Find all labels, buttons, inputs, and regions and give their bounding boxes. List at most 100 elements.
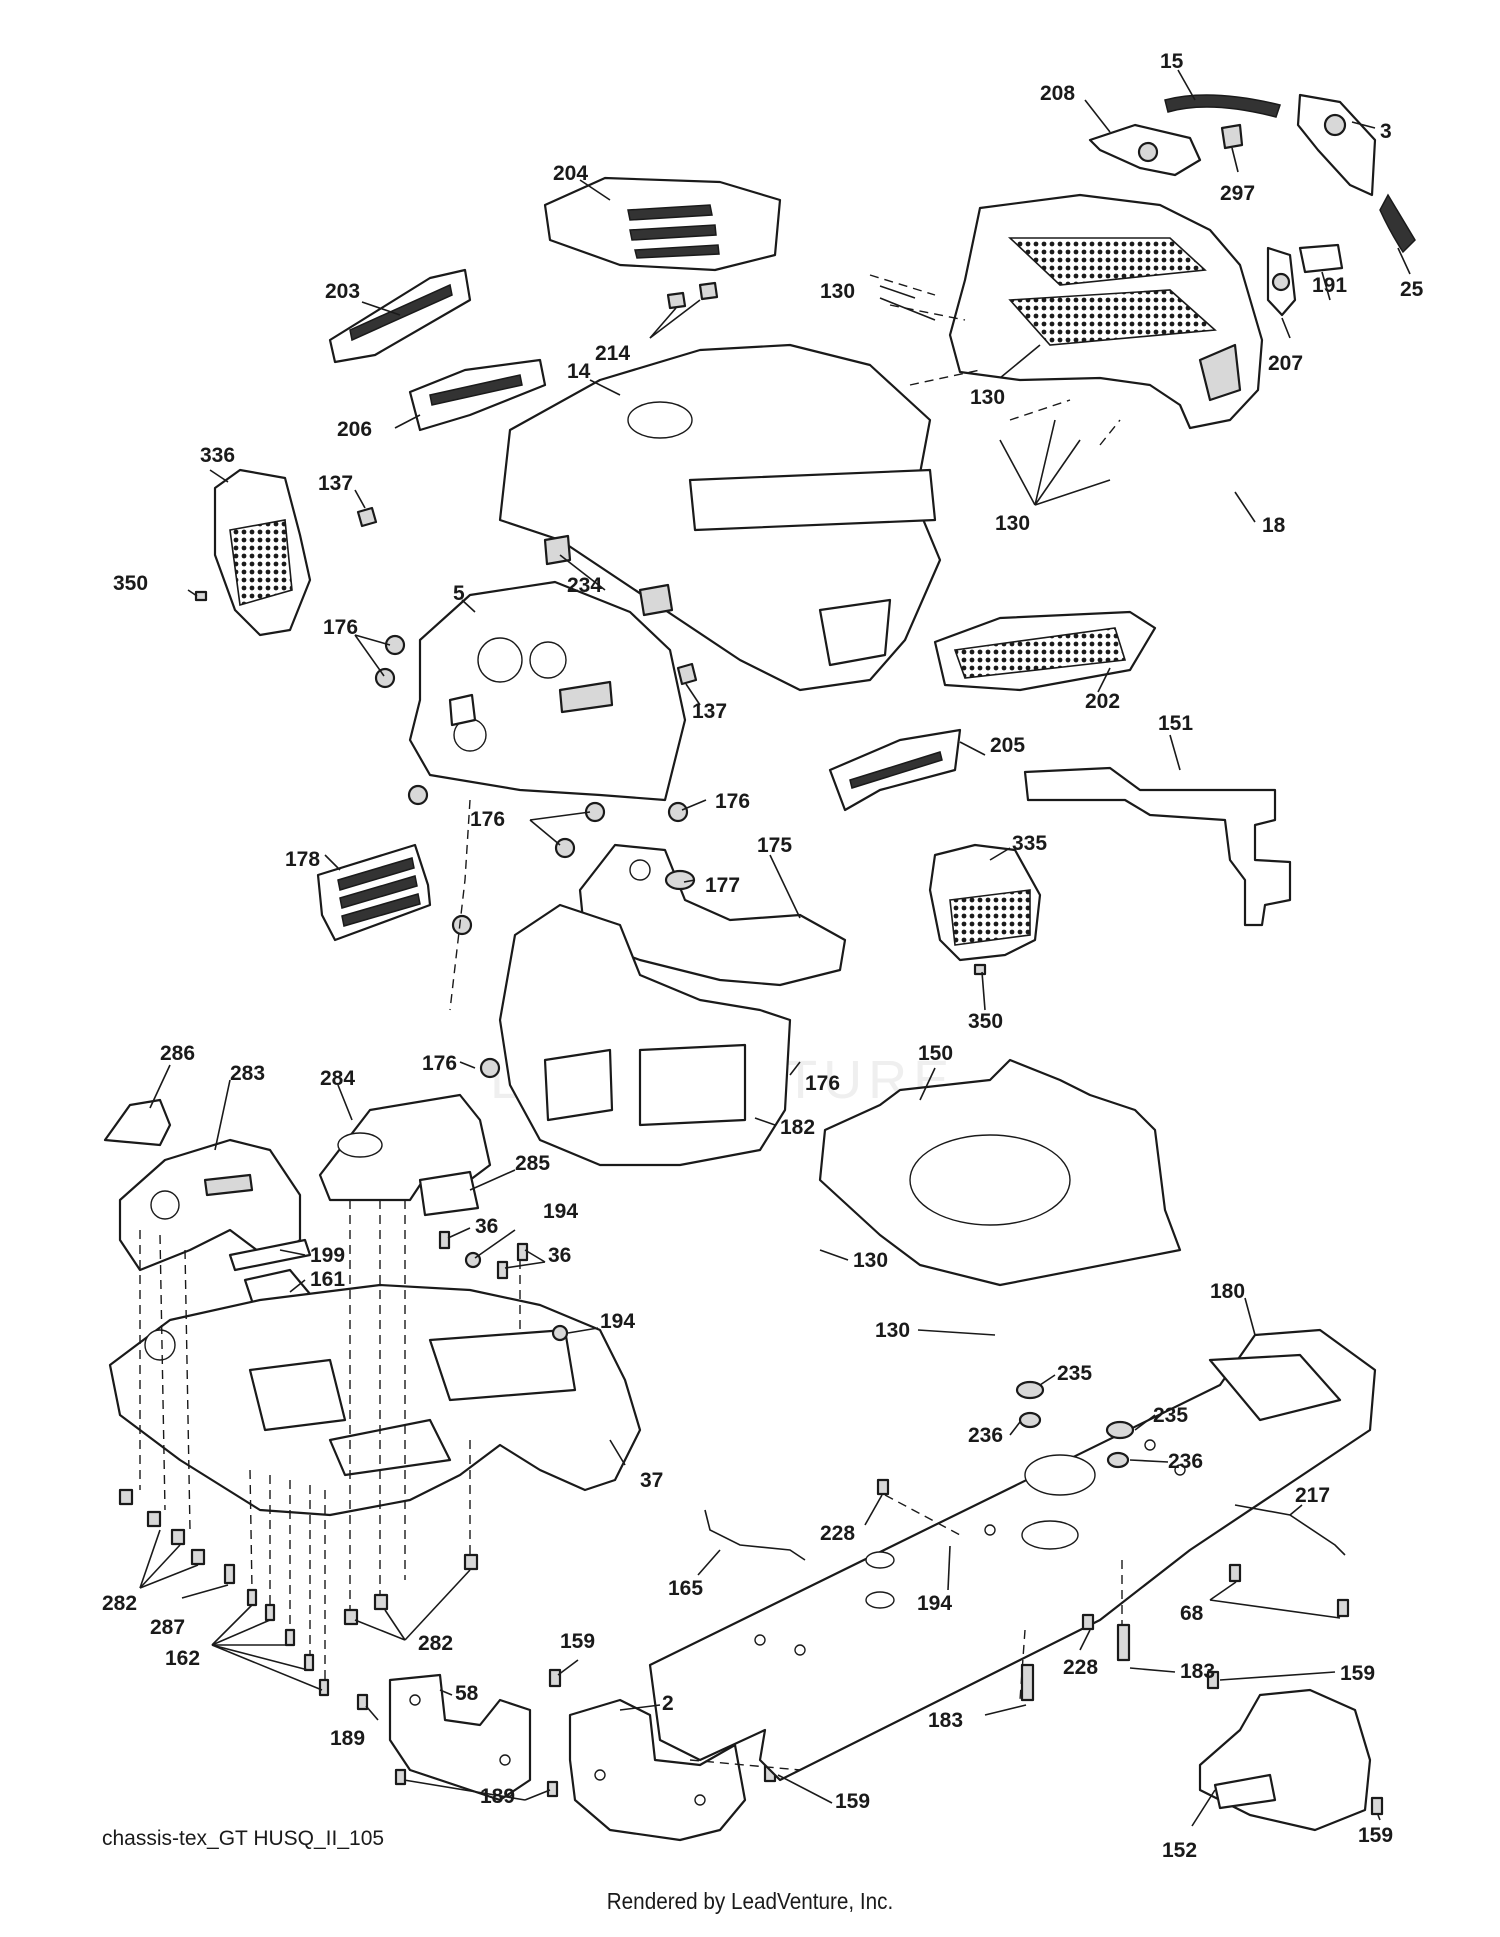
assembly-lines [139,274,1123,1771]
callout-137-b: 137 [692,700,727,723]
callout-228-a: 228 [820,1522,855,1545]
callout-159-a: 159 [560,1630,595,1653]
callout-176-b: 176 [715,790,750,813]
callout-207: 207 [1268,352,1303,375]
callout-350-a: 350 [113,572,148,595]
callout-283: 283 [230,1062,265,1085]
callout-labels: 15 208 3 297 25 191 207 204 203 214 14 2… [102,50,1424,1862]
callout-165: 165 [668,1577,703,1600]
callout-14: 14 [567,360,591,383]
part-165-rod [704,1509,806,1561]
part-5-dash-panel [408,580,687,802]
callout-194-a: 194 [543,1200,578,1223]
callout-25: 25 [1400,278,1424,301]
callout-137-a: 137 [318,472,353,495]
callout-336: 336 [200,444,235,467]
part-202-front-grille [933,610,1157,692]
part-207-headlight [1266,246,1297,317]
part-15-trim-strip [1164,94,1281,118]
part-217-rod [1234,1504,1346,1556]
callout-152: 152 [1162,1839,1197,1862]
callout-284: 284 [320,1067,355,1090]
callout-58: 58 [455,1682,479,1705]
callout-189-b: 189 [480,1785,515,1808]
callout-36-a: 36 [475,1215,498,1238]
part-235-236-bushings [1015,1380,1135,1469]
callout-130-e: 130 [875,1319,910,1342]
part-286-handle [103,1098,172,1147]
part-199-plate [228,1238,312,1272]
part-175-steering-bracket [578,843,847,987]
callout-335: 335 [1012,832,1047,855]
part-178-vent-grille [316,843,432,942]
part-297-clip [1220,123,1244,150]
part-191-bracket [1298,243,1344,274]
part-204-hood-top [543,176,782,272]
callout-183-b: 183 [928,1709,963,1732]
part-37-fender-deck [108,1283,642,1517]
callout-217: 217 [1295,1484,1330,1507]
part-3-headlight-trim [1296,93,1377,197]
leader-lines [139,69,1411,1827]
callout-130-c: 130 [995,512,1030,535]
callout-68: 68 [1180,1602,1204,1625]
callout-191: 191 [1312,274,1347,297]
callout-285: 285 [515,1152,550,1175]
part-58-bracket [388,1673,532,1802]
part-203-side-vent [328,268,472,364]
callout-202: 202 [1085,690,1120,713]
callout-175: 175 [757,834,792,857]
part-285-cover [418,1170,480,1217]
callout-203: 203 [325,280,360,303]
part-206-side-panel [408,358,547,432]
part-283-rear-fender-trim [118,1138,302,1272]
callout-176-c: 176 [470,808,505,831]
part-228-bolts [876,1478,1095,1631]
part-25-lens [1379,193,1416,254]
callout-199: 199 [310,1244,345,1267]
callout-194-b: 194 [600,1310,635,1333]
part-350-screw-b [973,963,987,976]
callout-214: 214 [595,342,630,365]
callout-3: 3 [1380,120,1392,143]
callout-282-a: 282 [102,1592,137,1615]
callout-18: 18 [1262,514,1286,537]
part-214-latch [666,281,719,310]
callout-235-a: 235 [1057,1362,1092,1385]
part-152-front-bracket [1198,1688,1372,1832]
diagram-code: chassis-tex_GT HUSQ_II_105 [102,1827,385,1850]
callout-159-d: 159 [1358,1824,1393,1847]
part-2-bracket [568,1698,747,1842]
callout-161: 161 [310,1268,345,1291]
part-36-bolts [438,1230,529,1280]
callout-208: 208 [1040,82,1075,105]
part-335-side-shroud [928,843,1042,962]
callout-282-b: 282 [418,1632,453,1655]
part-68-bolts [1228,1563,1350,1618]
part-182-lower-dash [498,903,792,1167]
part-183-bolts [1020,1623,1131,1702]
callout-204: 204 [553,162,588,185]
callout-286: 286 [160,1042,195,1065]
callout-297: 297 [1220,182,1255,205]
callout-150: 150 [918,1042,953,1065]
callout-159-b: 159 [1340,1662,1375,1685]
part-208-headlight-bracket [1088,123,1202,177]
callout-287: 287 [150,1616,185,1639]
callout-236-b: 236 [1168,1450,1203,1473]
part-350-screw-a [194,590,208,602]
part-180-main-frame [648,1328,1377,1782]
callout-176-a: 176 [323,616,358,639]
part-177-bushing [664,869,696,891]
callout-206: 206 [337,418,372,441]
footer-credit: Rendered by LeadVenture, Inc. [606,1888,894,1914]
part-284-seat-pan [318,1093,492,1202]
part-234-decal [543,534,674,617]
callout-178: 178 [285,848,320,871]
callout-162: 162 [165,1647,200,1670]
part-282-clips [118,1488,479,1626]
part-205-trim [828,728,962,812]
callout-130-d: 130 [853,1249,888,1272]
part-162-screws [246,1588,330,1697]
